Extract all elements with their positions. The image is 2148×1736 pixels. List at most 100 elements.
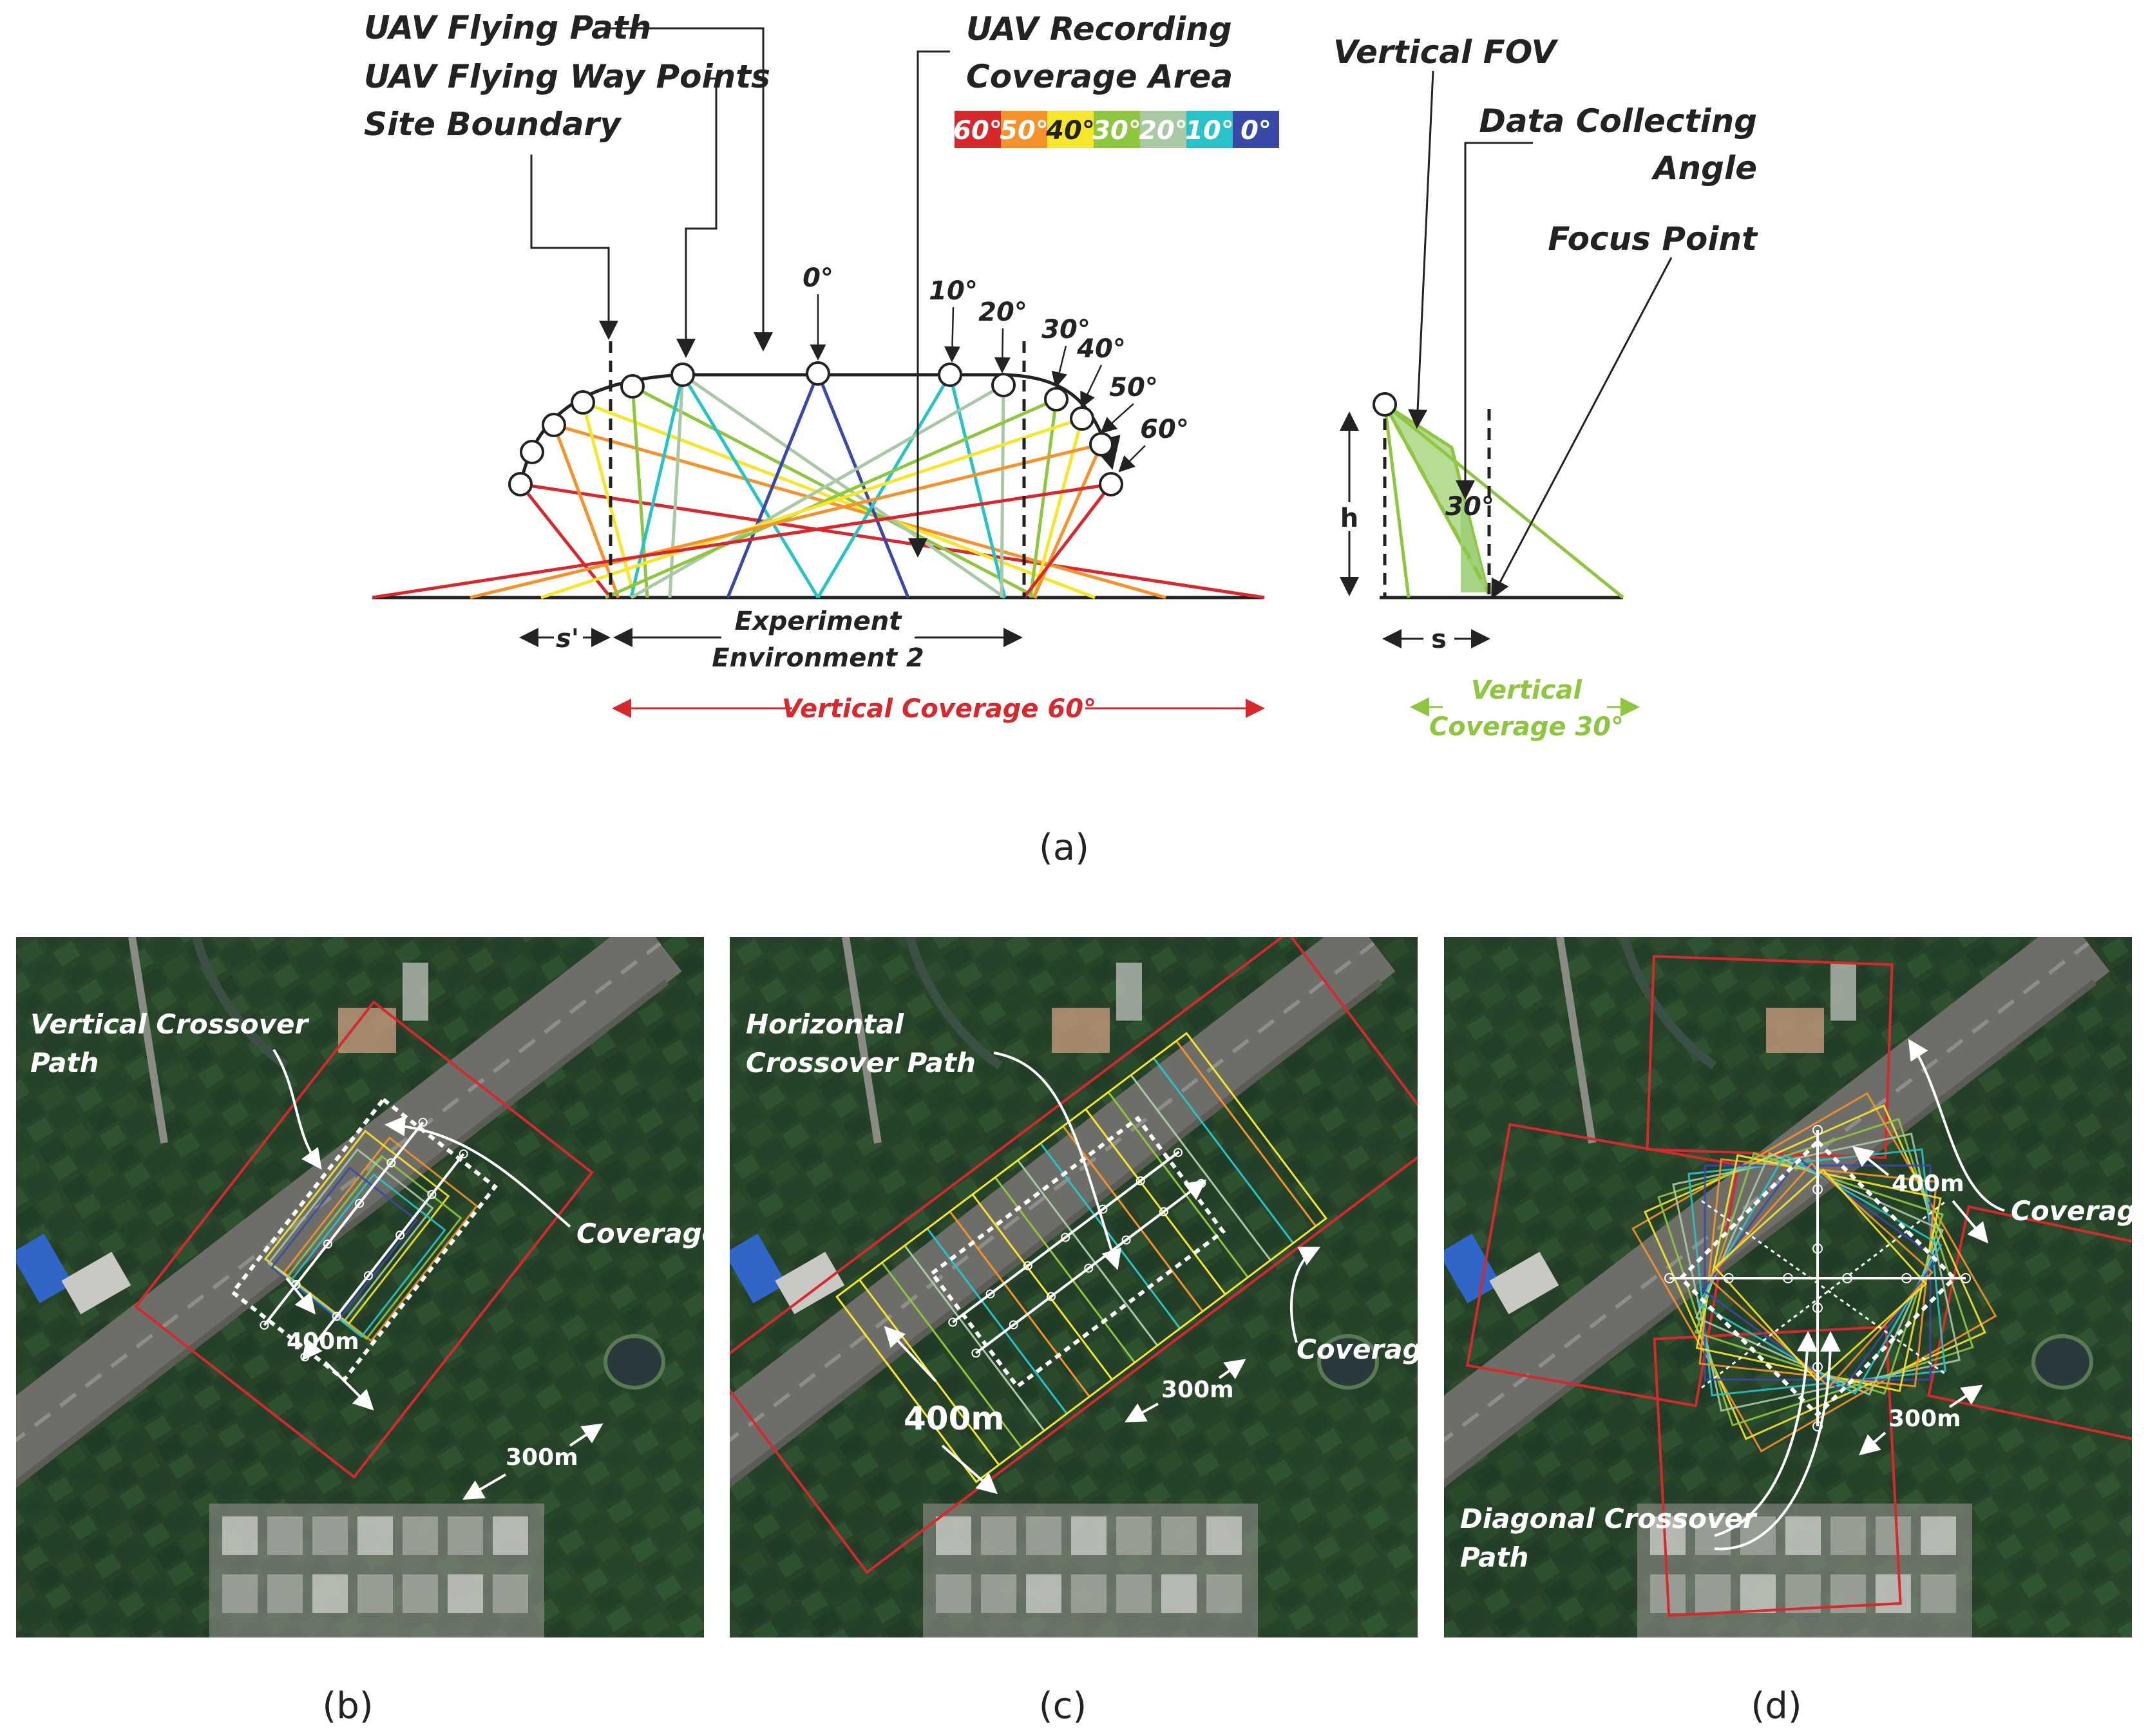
panel_b-side-road <box>128 937 168 1144</box>
diagram-a: 0°10°20°30°40°50°60° UAV Flying Path UAV… <box>364 9 1279 724</box>
waypoint-4 <box>620 374 645 399</box>
panel_d-bldg-13 <box>1921 1574 1956 1613</box>
legend-label-5: 10° <box>1185 116 1234 146</box>
fov-angle-fill <box>1461 489 1488 592</box>
label-recording-2: Coverage Area <box>966 58 1233 95</box>
d-ring-11 <box>1701 1157 1939 1393</box>
panel_d-bldg-3 <box>1785 1516 1821 1555</box>
panel_c-pond <box>1317 1334 1379 1390</box>
b-site-boundary <box>230 1097 498 1382</box>
d-coverage-top <box>1646 955 1894 1159</box>
b-wp-a0 <box>418 1117 428 1127</box>
panel_c-bldg-top2 <box>1052 1008 1110 1053</box>
angle-label-5: 50° <box>1109 373 1158 402</box>
d-ring-0 <box>1631 1092 1997 1453</box>
legend-label-0: 60° <box>953 116 1002 146</box>
d-ring-13 <box>1713 1168 1928 1383</box>
panel_b-bldg-0 <box>222 1516 258 1555</box>
c-coverage-inner <box>835 1032 1327 1484</box>
legend-label-4: 20° <box>1139 116 1188 146</box>
c-stripe-2 <box>881 1261 1023 1449</box>
panel_b-bldg-1 <box>267 1516 303 1555</box>
label-vertical-fov: Vertical FOV <box>1333 33 1558 71</box>
d-dim-300-arrow2 <box>1948 1384 1983 1408</box>
c-stripe-13 <box>1130 1074 1271 1261</box>
ray-b-8 <box>1000 384 1005 598</box>
callout-flying-path <box>609 27 773 352</box>
waypoint-12 <box>1099 472 1123 496</box>
c-stripe-6 <box>971 1194 1113 1381</box>
b-dim-300-arrow1 <box>462 1473 507 1500</box>
waypoint-9 <box>1044 387 1069 411</box>
ray-b-5 <box>681 373 820 599</box>
c-path-line-1 <box>952 1151 1180 1324</box>
waypoint-0 <box>508 472 533 496</box>
c-wp-b5 <box>1159 1207 1168 1216</box>
c-wp-a3 <box>1061 1232 1070 1242</box>
label-vertical-coverage-30-2: Coverage 30° <box>1429 712 1624 742</box>
d-wp-v3 <box>1812 1303 1823 1313</box>
panel_b-bldg-2 <box>312 1516 348 1555</box>
panel_c-highway-edge <box>730 979 1383 1488</box>
label-s: s <box>1431 625 1447 654</box>
d-wp-v1 <box>1812 1184 1823 1194</box>
b-wp-b2 <box>395 1231 405 1240</box>
c-wp-b6 <box>1197 1178 1206 1188</box>
ray-b-1 <box>553 423 1166 599</box>
c-dim-300-arrow1 <box>1125 1402 1159 1422</box>
label-angle-30: 30° <box>1445 492 1494 522</box>
c-wp-a0 <box>948 1317 958 1327</box>
panel_c-bldg-7 <box>936 1574 971 1613</box>
panel_b-bldg-6 <box>493 1516 528 1555</box>
caption-d: (d) <box>1751 1685 1801 1727</box>
c-dim-400-arrow2 <box>941 1444 998 1495</box>
panel_d-bldg-12 <box>1876 1574 1911 1613</box>
coverage-rays <box>372 373 1265 599</box>
c-wp-a5 <box>1136 1176 1145 1185</box>
d-ring-9 <box>1695 1151 1944 1396</box>
angle-label-0: 0° <box>803 263 833 293</box>
angle-labels: 0°10°20°30°40°50°60° <box>803 263 1189 473</box>
caption-a: (a) <box>1039 827 1089 869</box>
c-wp-b3 <box>1084 1263 1094 1273</box>
d-ring-12 <box>1707 1162 1934 1388</box>
panel_b-bldg-11 <box>403 1574 438 1613</box>
b-coverage-arrow <box>385 1115 571 1228</box>
panel_d-highway-lane <box>1444 941 2089 1443</box>
angle-arrow-2 <box>994 328 1011 373</box>
b-dim-400-arrow2 <box>324 1361 374 1411</box>
panel_c-bldg-top1 <box>1116 963 1142 1021</box>
panel_c-shed <box>775 1252 845 1314</box>
panel_d-pond <box>2031 1334 2093 1390</box>
callout-recording-area <box>908 50 950 558</box>
panel_c-bldg-12 <box>1161 1574 1197 1613</box>
b-title-arrow <box>272 1048 322 1170</box>
b-dim-300-arrow2 <box>569 1423 604 1447</box>
panel_b-bldg-12 <box>448 1574 483 1613</box>
panel_d-bldg-5 <box>1876 1516 1911 1555</box>
legend-label-1: 50° <box>1000 116 1049 146</box>
panel_b-bldg-7 <box>222 1574 258 1613</box>
d-wp-v4 <box>1812 1362 1823 1372</box>
label-vertical-coverage-30-1: Vertical <box>1471 675 1582 705</box>
waypoint-8 <box>991 373 1016 397</box>
waypoint-1 <box>520 440 544 464</box>
b-coverage-label: Coverage <box>576 1218 720 1249</box>
callout-data-angle <box>1456 142 1533 500</box>
c-stripe-3 <box>904 1245 1045 1431</box>
ray-b-4 <box>681 373 1006 599</box>
d-title-arrow-2 <box>1714 1331 1841 1551</box>
b-path-line-2 <box>301 1153 465 1361</box>
panel_b-bldg-3 <box>357 1516 393 1555</box>
b-wp-a2 <box>355 1198 365 1208</box>
d-ring-7 <box>1695 1154 1942 1392</box>
callout-vertical-fov <box>1408 70 1434 429</box>
panel_b-bldg-8 <box>267 1574 303 1613</box>
fov-coverage-right <box>1383 403 1624 599</box>
label-site-boundary: Site Boundary <box>364 106 622 143</box>
